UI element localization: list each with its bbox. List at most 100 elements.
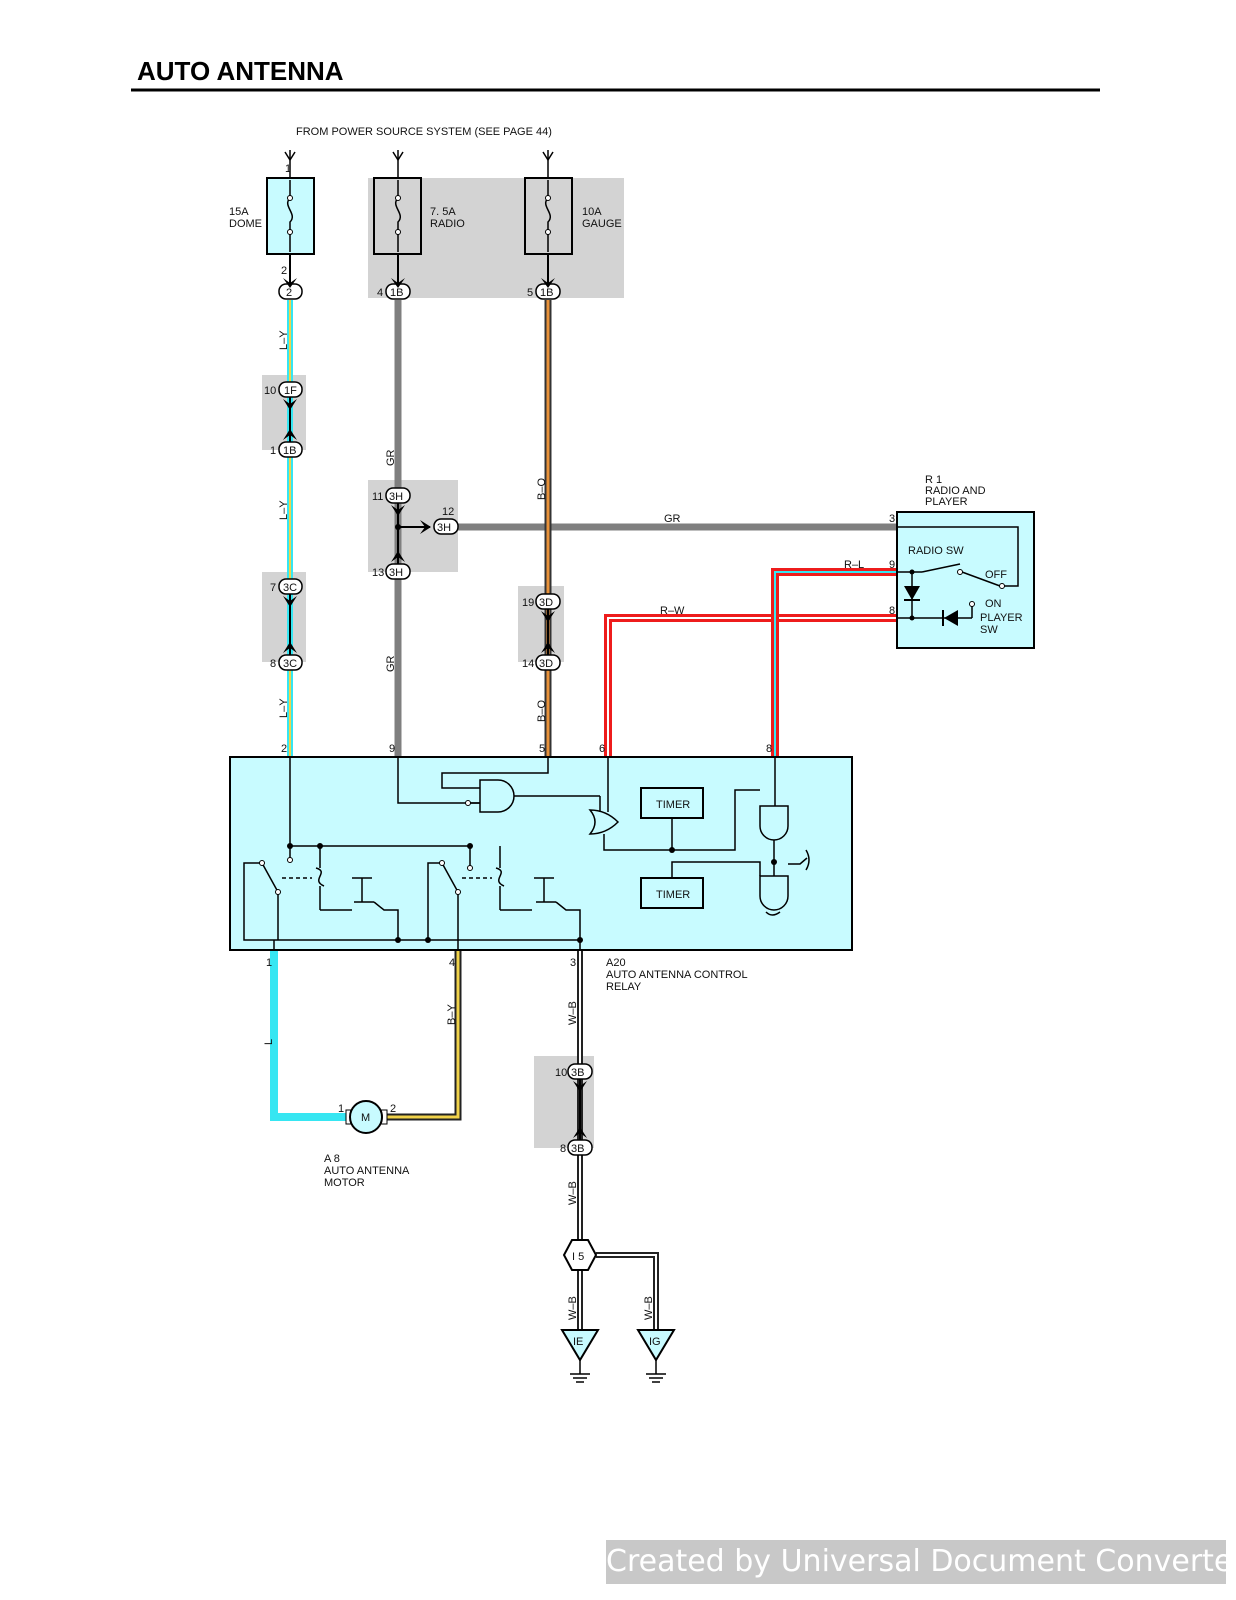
connector-3d-a-pin: 19 bbox=[522, 597, 534, 609]
fuse-dome-rating: 15A bbox=[229, 206, 249, 218]
wire-gr bbox=[394, 300, 897, 757]
radio-name-2: PLAYER bbox=[925, 496, 968, 508]
motor-symbol: M bbox=[361, 1112, 370, 1124]
radio-pin-9: 9 bbox=[889, 559, 895, 571]
fuse-dome-name: DOME bbox=[229, 218, 262, 230]
connector-3d-a-id: 3D bbox=[539, 597, 553, 609]
label-r-l: R–L bbox=[844, 559, 864, 571]
connector-3b-b-id: 3B bbox=[571, 1143, 584, 1155]
watermark: Created by Universal Document Converter bbox=[606, 1540, 1226, 1584]
label-w-b-1: W–B bbox=[567, 1001, 579, 1025]
radio-box bbox=[896, 511, 1035, 649]
connector-3h-a-id: 3H bbox=[389, 491, 403, 503]
connector-3b-a-id: 3B bbox=[571, 1067, 584, 1079]
fuse-radio-rating: 7. 5A bbox=[430, 206, 456, 218]
relay-pin-1: 1 bbox=[266, 957, 272, 969]
connector-3c-b-id: 3C bbox=[283, 658, 297, 670]
fuse-gauge-name: GAUGE bbox=[582, 218, 622, 230]
relay-pin-3: 3 bbox=[570, 957, 576, 969]
label-gr-2: GR bbox=[385, 655, 397, 672]
relay-id: A20 bbox=[606, 957, 626, 969]
power-arrows bbox=[284, 150, 554, 178]
label-gr-3: GR bbox=[664, 513, 681, 525]
relay-name-1: AUTO ANTENNA CONTROL bbox=[606, 969, 748, 981]
splice-dot bbox=[395, 524, 401, 530]
timer-1-label: TIMER bbox=[656, 799, 690, 811]
radio-on-label: ON bbox=[985, 598, 1002, 610]
motor-id: A 8 bbox=[324, 1153, 340, 1165]
label-l-y-2: L–Y bbox=[278, 500, 290, 520]
radio-id: R 1 bbox=[925, 474, 942, 486]
connector-3b-a-pin: 10 bbox=[555, 1067, 567, 1079]
relay-pin-4: 4 bbox=[449, 957, 455, 969]
fuse-gauge-rating: 10A bbox=[582, 206, 602, 218]
radio-sw-label: RADIO SW bbox=[908, 545, 964, 557]
radio-off-label: OFF bbox=[985, 569, 1007, 581]
page-title: AUTO ANTENNA bbox=[137, 56, 344, 86]
power-source-note: FROM POWER SOURCE SYSTEM (SEE PAGE 44) bbox=[296, 126, 552, 138]
radio-pin-8: 8 bbox=[889, 605, 895, 617]
motor-name-2: MOTOR bbox=[324, 1177, 365, 1189]
connector-3h-b-id: 3H bbox=[437, 522, 451, 534]
junction-id: I 5 bbox=[572, 1251, 584, 1263]
connector-3b-b-pin: 8 bbox=[560, 1143, 566, 1155]
relay-dots bbox=[259, 800, 777, 943]
connector-3h-c-id: 3H bbox=[389, 567, 403, 579]
junction-i5 bbox=[562, 1239, 598, 1271]
motor-name-1: AUTO ANTENNA bbox=[324, 1165, 410, 1177]
motor-pin-2: 2 bbox=[390, 1103, 396, 1115]
relay-pin-8: 8 bbox=[766, 743, 772, 755]
label-b-o-2: B–O bbox=[536, 700, 548, 722]
label-b-y: B–Y bbox=[446, 1004, 458, 1025]
connector-1b-id: 1B bbox=[283, 445, 296, 457]
connector-1f-pin: 10 bbox=[264, 385, 276, 397]
relay-internals bbox=[243, 757, 810, 950]
relay-pin-6: 6 bbox=[599, 743, 605, 755]
fuse-dome-pin-top: 1 bbox=[285, 163, 291, 175]
fuse-stubs bbox=[289, 254, 549, 284]
player-sw-label-1: PLAYER bbox=[980, 612, 1023, 624]
ground-ig bbox=[636, 1329, 676, 1383]
label-b-o-1: B–O bbox=[536, 478, 548, 500]
connector-1b-pin: 1 bbox=[270, 445, 276, 457]
player-sw-label-2: SW bbox=[980, 624, 998, 636]
label-w-b-3: W–B bbox=[567, 1296, 579, 1320]
label-r-w: R–W bbox=[660, 605, 685, 617]
relay-box bbox=[229, 756, 853, 951]
connector-3c-a-id: 3C bbox=[283, 582, 297, 594]
connector-dome-id: 2 bbox=[286, 287, 292, 299]
motor bbox=[345, 1100, 388, 1134]
relay-pin-5: 5 bbox=[539, 743, 545, 755]
fuse-radio-name: RADIO bbox=[430, 218, 465, 230]
connector-radio-pin: 4 bbox=[377, 287, 383, 299]
connector-stubs bbox=[289, 397, 581, 1140]
wire-b-y bbox=[384, 950, 462, 1121]
connector-radio-id: 1B bbox=[390, 287, 403, 299]
radio-diodes bbox=[904, 569, 1005, 626]
label-gr-1: GR bbox=[385, 449, 397, 466]
motor-pin-1: 1 bbox=[338, 1103, 344, 1115]
connector-3c-a-pin: 7 bbox=[270, 582, 276, 594]
connector-gauge-pin: 5 bbox=[527, 287, 533, 299]
label-l-y-3: L–Y bbox=[278, 698, 290, 718]
connector-3c-b-pin: 8 bbox=[270, 658, 276, 670]
label-w-b-4: W–B bbox=[643, 1296, 655, 1320]
radio-pin-3: 3 bbox=[889, 513, 895, 525]
connector-3h-c-pin: 13 bbox=[372, 567, 384, 579]
fuse-dome bbox=[266, 177, 315, 255]
label-l-y-1: L–Y bbox=[278, 330, 290, 350]
relay-pin-2: 2 bbox=[281, 743, 287, 755]
ground-ie bbox=[560, 1329, 600, 1383]
label-w-b-2: W–B bbox=[567, 1181, 579, 1205]
ground-ie-label: IE bbox=[573, 1336, 583, 1348]
wire-r-l bbox=[771, 568, 897, 757]
connector-3d-b-pin: 14 bbox=[522, 658, 534, 670]
connector-3d-b-id: 3D bbox=[539, 658, 553, 670]
connector-3h-a-pin: 11 bbox=[372, 491, 383, 503]
radio-name-1: RADIO AND bbox=[925, 485, 986, 497]
connector-gauge-id: 1B bbox=[540, 287, 553, 299]
fuse-dome-pin-bottom: 2 bbox=[281, 265, 287, 277]
connector-1f-id: 1F bbox=[284, 385, 297, 397]
connector-3h-b-pin: 12 bbox=[442, 506, 454, 518]
